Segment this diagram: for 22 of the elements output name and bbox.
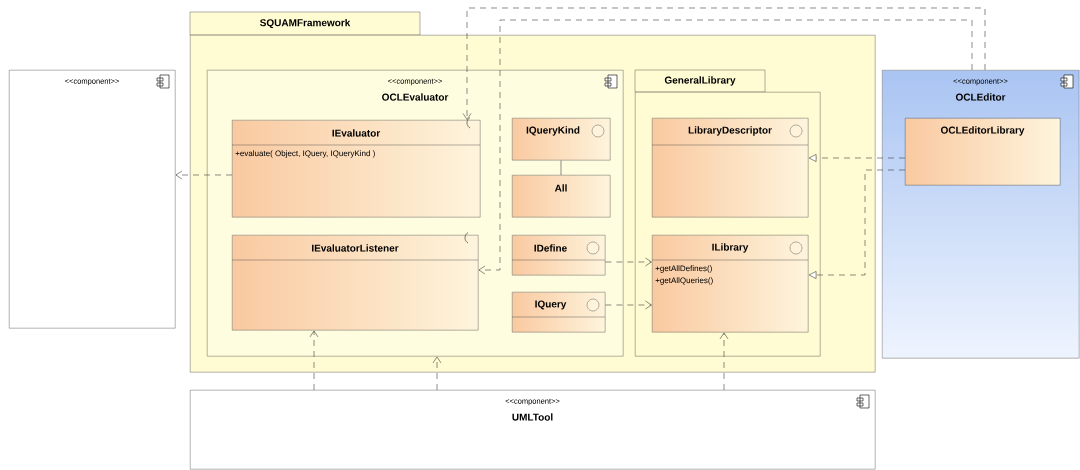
class-box: IQuery <box>511 292 606 333</box>
class-box: OCLEditorLibrary <box>905 118 1061 186</box>
node-label: GeneralLibrary <box>664 76 736 86</box>
class-box: IEvaluatorListener <box>231 232 479 331</box>
dependency-arrow <box>309 330 319 391</box>
class-box: IDefine <box>511 235 606 276</box>
class-box: All <box>512 175 611 218</box>
dependency-arrow <box>478 19 973 275</box>
realization-arrow <box>808 169 906 279</box>
realization-arrow <box>808 154 906 162</box>
dependency-arrow <box>462 7 986 120</box>
connector-line <box>560 160 562 176</box>
class-box: LibraryDescriptor <box>651 118 809 218</box>
dependency-arrow <box>719 332 729 391</box>
class-box: IEvaluator +evaluate( Object, IQuery, IQueryKind ) <box>231 117 481 218</box>
dependency-arrow <box>605 300 652 310</box>
class-box: ILibrary +getAllDefines() +getAllQueries() <box>651 235 809 333</box>
dependency-arrow <box>605 257 652 267</box>
dependency-arrow <box>175 170 233 180</box>
node-label: SQUAMFramework <box>260 18 351 29</box>
dependency-arrow <box>432 356 442 391</box>
class-box: IQueryKind <box>512 118 611 161</box>
